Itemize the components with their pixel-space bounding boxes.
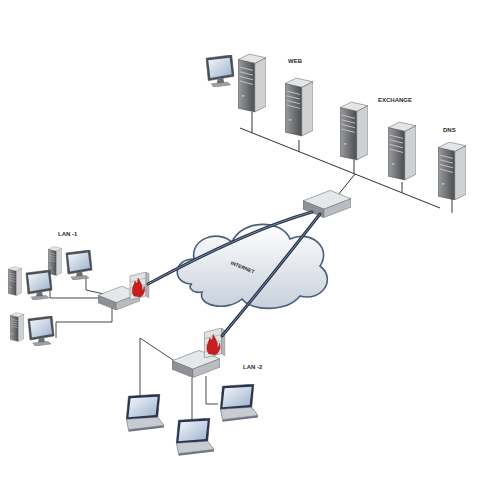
network-label: LAN -2 [243, 364, 262, 371]
monitor-icon [206, 55, 234, 87]
firewall-icon [130, 272, 149, 300]
server-icon [238, 54, 266, 112]
server-icon [282, 56, 318, 142]
server-node: EXCHANGE [376, 96, 420, 186]
server-icon [436, 126, 470, 200]
server-label: EXCHANGE [378, 97, 412, 104]
cloud-shape [177, 224, 327, 308]
server-label: WEB [288, 58, 302, 65]
lan-1-wiring [50, 276, 112, 338]
internet-cloud: INTERNET [172, 214, 330, 314]
server-icon [376, 96, 420, 186]
lan-1-computers [8, 247, 92, 346]
server-icon [388, 122, 416, 180]
lan-2-laptops [126, 384, 258, 456]
server-icon [438, 142, 466, 200]
firewall-icon [204, 328, 224, 358]
server-icon [340, 102, 368, 160]
cloud-outline [172, 214, 330, 314]
server-node: WEB [282, 56, 318, 142]
server-node: DNS [436, 126, 470, 200]
server-label: DNS [443, 127, 456, 134]
network-label: LAN -1 [58, 231, 77, 238]
server-icon [285, 78, 313, 136]
router-icon [303, 190, 351, 217]
